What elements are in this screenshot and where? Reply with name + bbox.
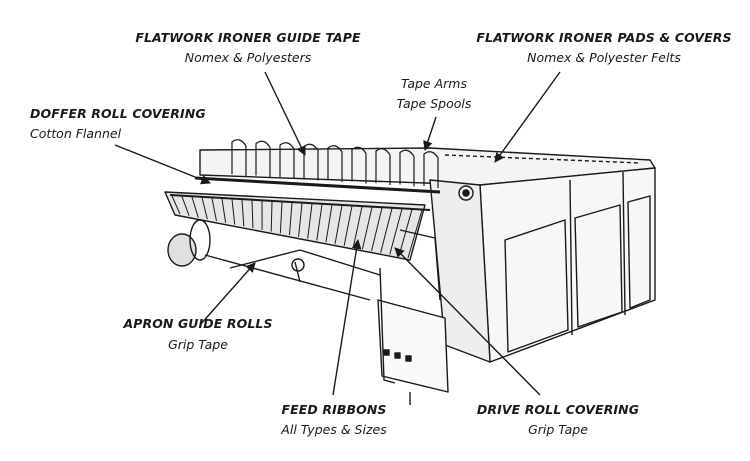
- feed-ribbons-group: [171, 195, 423, 259]
- guide-tape-subtitle: Nomex & Polyesters: [184, 50, 312, 65]
- motor-housing: [189, 219, 211, 261]
- apron-guide-title: APRON GUIDE ROLLS: [123, 316, 273, 331]
- feed-ribbon: [171, 195, 181, 215]
- leader-feed-ribbons: [332, 239, 362, 396]
- panel-3: [627, 195, 651, 309]
- feed-ribbon: [279, 202, 283, 234]
- leader-doffer-roll: [114, 144, 211, 185]
- feed-ribbon: [343, 205, 353, 246]
- motor: [167, 233, 197, 267]
- panel-1: [504, 219, 569, 353]
- tape-arms-subtitle: Tape Spools: [396, 96, 472, 111]
- feed-ribbon: [389, 208, 403, 255]
- feed-ribbon: [371, 207, 383, 252]
- tape-arm: [423, 151, 439, 188]
- front-leg: [379, 267, 396, 384]
- feed-ribbons-title: FEED RIBBONS: [281, 402, 387, 417]
- guide-tape-title: FLATWORK IRONER GUIDE TAPE: [135, 30, 361, 45]
- feed-ribbon: [251, 200, 254, 229]
- feed-ribbon: [241, 199, 245, 227]
- ironer-pads: [444, 154, 641, 164]
- panel-2: [574, 204, 623, 328]
- leader-apron-guide: [199, 262, 256, 326]
- gauge-dial: [458, 185, 474, 201]
- tape-arm: [255, 140, 271, 178]
- tape-arm: [399, 149, 415, 187]
- pads-covers-subtitle: Nomex & Polyester Felts: [527, 50, 681, 65]
- front-roll: [169, 194, 431, 211]
- side-frame: [399, 229, 441, 301]
- apron-guide-subtitle: Grip Tape: [168, 337, 228, 352]
- leader-tape-arms: [423, 116, 437, 151]
- feed-ribbon: [191, 196, 199, 218]
- leader-drive-roll: [394, 247, 541, 396]
- panel-seam-2: [622, 171, 626, 316]
- underframe: [204, 249, 381, 301]
- tape-arms-group: [231, 139, 439, 188]
- feed-ribbon: [201, 197, 208, 220]
- doffer-roll-subtitle: Cotton Flannel: [30, 126, 122, 141]
- tape-arms-title: Tape Arms: [401, 76, 467, 91]
- pads-covers-title: FLATWORK IRONER PADS & COVERS: [476, 30, 732, 45]
- tape-arm: [279, 142, 295, 179]
- feed-ribbon: [334, 205, 343, 245]
- feed-ribbon: [181, 196, 190, 216]
- panel-seam-1: [569, 179, 573, 336]
- doffer-roll-title: DOFFER ROLL COVERING: [30, 106, 206, 121]
- drive-roll-title: DRIVE ROLL COVERING: [476, 402, 640, 417]
- feed-ribbon: [221, 198, 227, 223]
- feed-ribbon: [298, 203, 303, 237]
- tape-arm: [351, 146, 367, 184]
- feed-ribbon: [270, 201, 273, 232]
- cabinet-end-face: [429, 179, 491, 363]
- feed-ribbon: [288, 202, 293, 236]
- gauge-center: [462, 189, 470, 197]
- feed-ribbon: [316, 204, 323, 241]
- feed-ribbon: [231, 199, 236, 225]
- tape-arm: [327, 145, 343, 182]
- doffer-roll: [194, 176, 441, 194]
- feed-ribbon: [211, 198, 217, 222]
- feed-ribbon: [380, 208, 393, 253]
- control-button-1: [383, 349, 390, 356]
- control-button-3: [405, 355, 412, 362]
- tape-arm: [231, 139, 247, 176]
- control-button-2: [394, 352, 401, 359]
- feed-ribbons-subtitle: All Types & Sizes: [281, 422, 387, 437]
- feed-ribbon: [361, 207, 373, 250]
- feed-ribbon: [307, 203, 313, 239]
- leader-guide-tape: [264, 71, 306, 156]
- drive-roll-subtitle: Grip Tape: [528, 422, 588, 437]
- underframe-wheel: [291, 258, 305, 272]
- tape-arm: [375, 148, 391, 185]
- control-box: [377, 299, 449, 393]
- leader-pads-covers: [494, 71, 561, 163]
- feed-ribbon: [325, 204, 333, 243]
